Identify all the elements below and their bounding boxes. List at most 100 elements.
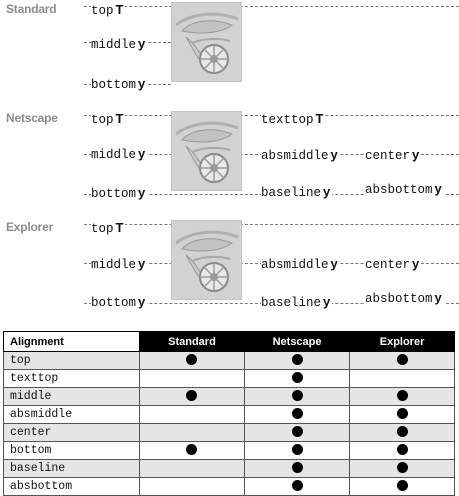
support-cell: [138, 477, 246, 496]
filled-circle-icon: [396, 444, 408, 456]
table-row: center: [3, 423, 455, 442]
sample-glyph: y: [323, 294, 331, 309]
support-cell: [243, 459, 351, 478]
filled-circle-icon: [291, 408, 303, 420]
support-cell: [349, 423, 455, 442]
filled-circle-icon: [291, 444, 303, 456]
sample-glyph: y: [138, 76, 146, 91]
filled-circle-icon: [291, 354, 303, 366]
alignment-name-cell: bottom: [3, 441, 140, 460]
filled-circle-icon: [291, 390, 303, 402]
header-alignment: Alignment: [3, 331, 140, 352]
align-keyword: top: [91, 113, 114, 127]
support-cell: [138, 441, 246, 460]
filled-circle-icon: [291, 480, 303, 492]
dashed-guide-line: [84, 6, 459, 7]
leaf-wheel-image: [171, 111, 242, 191]
align-keyword: top: [91, 222, 114, 236]
align-keyword: middle: [91, 258, 137, 272]
align-keyword: middle: [91, 38, 137, 52]
support-cell: [138, 423, 246, 442]
filled-circle-icon: [186, 390, 198, 402]
sample-glyph: y: [138, 294, 146, 309]
support-cell: [349, 477, 455, 496]
support-cell: [349, 351, 455, 370]
align-keyword: absmiddle: [261, 149, 329, 163]
align-keyword: baseline: [261, 296, 322, 310]
align-keyword: bottom: [91, 187, 137, 201]
table-row: texttop: [3, 369, 455, 388]
filled-circle-icon: [396, 408, 408, 420]
support-cell: [243, 441, 351, 460]
support-cell: [349, 405, 455, 424]
filled-circle-icon: [291, 372, 303, 384]
header-explorer: Explorer: [349, 331, 455, 352]
sample-glyph: y: [434, 290, 442, 305]
alignment-name-cell: baseline: [3, 459, 140, 478]
sample-glyph: T: [115, 111, 124, 126]
align-keyword: bottom: [91, 296, 137, 310]
header-standard: Standard: [138, 331, 246, 352]
alignment-support-table: Alignment Standard Netscape Explorer top…: [3, 331, 455, 496]
sample-glyph: y: [138, 256, 146, 271]
sample-glyph: y: [412, 147, 420, 162]
support-cell: [349, 441, 455, 460]
filled-circle-icon: [396, 354, 408, 366]
section-label-netscape: Netscape: [6, 111, 58, 125]
support-cell: [138, 369, 246, 388]
sample-glyph: y: [138, 185, 146, 200]
dashed-guide-line: [84, 224, 459, 225]
sample-glyph: T: [315, 111, 324, 126]
sample-glyph: y: [323, 184, 331, 199]
support-cell: [138, 351, 246, 370]
sample-glyph: T: [115, 2, 124, 17]
filled-circle-icon: [186, 444, 198, 456]
section-label-explorer: Explorer: [6, 220, 54, 234]
sample-glyph: y: [412, 256, 420, 271]
support-cell: [349, 387, 455, 406]
support-cell: [243, 351, 351, 370]
table-header-row: Alignment Standard Netscape Explorer: [3, 331, 455, 352]
leaf-wheel-image: [171, 2, 242, 82]
align-keyword: baseline: [261, 186, 322, 200]
filled-circle-icon: [396, 480, 408, 492]
align-keyword: texttop: [261, 113, 314, 127]
support-cell: [243, 405, 351, 424]
support-cell: [243, 423, 351, 442]
filled-circle-icon: [291, 426, 303, 438]
filled-circle-icon: [291, 462, 303, 474]
sample-glyph: y: [138, 36, 146, 51]
table-row: absbottom: [3, 477, 455, 496]
filled-circle-icon: [396, 426, 408, 438]
table-row: middle: [3, 387, 455, 406]
table-row: bottom: [3, 441, 455, 460]
support-cell: [138, 405, 246, 424]
table-row: top: [3, 351, 455, 370]
support-cell: [349, 459, 455, 478]
support-cell: [138, 459, 246, 478]
support-cell: [243, 387, 351, 406]
sample-glyph: y: [138, 146, 146, 161]
support-cell: [243, 369, 351, 388]
leaf-wheel-image: [171, 220, 242, 300]
alignment-name-cell: absmiddle: [3, 405, 140, 424]
align-keyword: center: [365, 149, 411, 163]
header-netscape: Netscape: [243, 331, 351, 352]
alignment-name-cell: center: [3, 423, 140, 442]
filled-circle-icon: [186, 354, 198, 366]
alignment-name-cell: top: [3, 351, 140, 370]
